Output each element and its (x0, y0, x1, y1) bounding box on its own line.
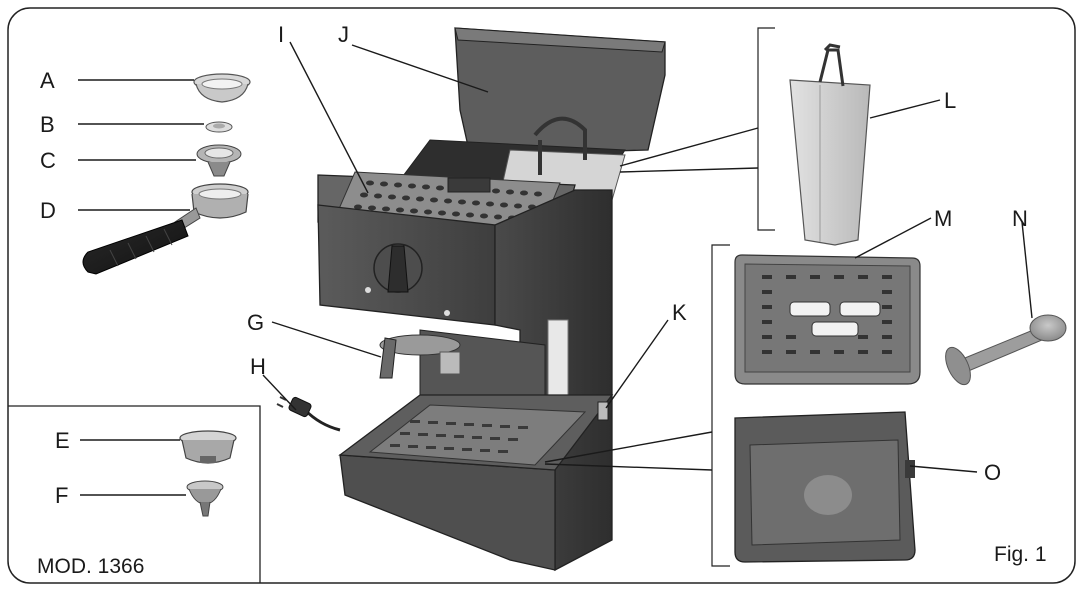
figure-frame (7, 7, 1076, 584)
label-e: E (55, 428, 70, 453)
label-d: D (40, 198, 56, 223)
filter-cup-c (196, 144, 242, 177)
water-tank-bracket (757, 27, 775, 231)
label-m: M (934, 206, 952, 231)
label-o: O (984, 460, 1001, 485)
label-b: B (40, 112, 55, 137)
label-h: H (250, 354, 266, 379)
label-l: L (944, 88, 956, 113)
label-j: J (338, 22, 349, 47)
drip-tray-grid-m (734, 254, 921, 385)
measuring-spoon-n (945, 314, 1067, 386)
water-tank-l (789, 43, 871, 246)
espresso-machine (276, 27, 666, 572)
leader-lines (78, 41, 1033, 496)
filter-holder-e (179, 430, 237, 464)
label-k: K (672, 300, 687, 325)
label-n: N (1012, 206, 1028, 231)
model-inset-frame (8, 405, 261, 583)
label-a: A (40, 68, 55, 93)
filter-holder-d (82, 183, 249, 275)
label-c: C (40, 148, 56, 173)
drip-bowl-o (734, 411, 916, 563)
filter-cup-f (186, 480, 224, 517)
drip-tray-bracket (711, 244, 730, 567)
filter-disc-b (205, 121, 233, 133)
label-f: F (55, 483, 68, 508)
label-g: G (247, 310, 264, 335)
label-i: I (278, 22, 284, 47)
filter-holder-ring-a (193, 73, 251, 103)
figure-caption: Fig. 1 (994, 543, 1047, 566)
model-caption: MOD. 1366 (37, 555, 144, 578)
